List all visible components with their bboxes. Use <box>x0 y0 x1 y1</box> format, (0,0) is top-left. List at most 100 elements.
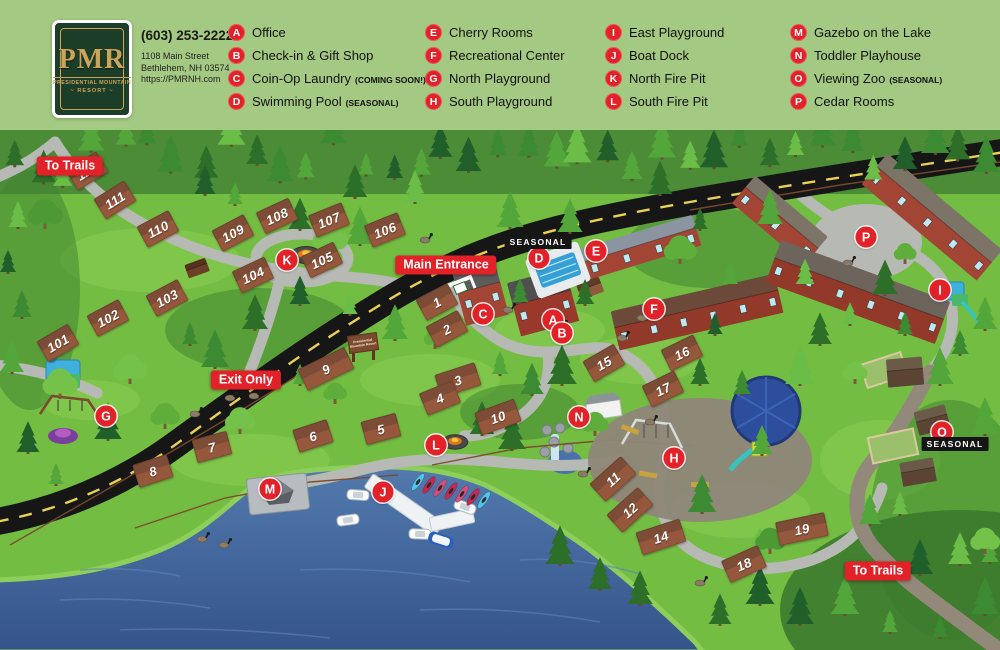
resort-entrance-sign-text: Presidential Mountain Resort <box>349 337 377 349</box>
road-label-exit-only: Exit Only <box>210 370 282 390</box>
legend-item-k: K North Fire Pit <box>605 70 790 87</box>
legend-label: Boat Dock <box>629 48 689 63</box>
legend-badge-g: G <box>425 70 442 87</box>
header: PMR PRESIDENTIAL MOUNTAIN ~ RESORT ~ (60… <box>0 0 1000 130</box>
cabin-number: 12 <box>619 499 641 521</box>
cabin-number: 18 <box>733 554 755 574</box>
legend-badge-l: L <box>605 93 622 110</box>
legend-label: Recreational Center <box>449 48 565 63</box>
legend-badge-b: B <box>228 47 245 64</box>
logo-resort-name: PRESIDENTIAL MOUNTAIN <box>53 76 131 86</box>
website-url: https://PMRNH.com <box>141 74 221 84</box>
cabin-number: 2 <box>440 320 454 338</box>
marker-p-cedar-rooms: P <box>855 226 877 248</box>
legend-label: East Playground <box>629 25 725 40</box>
cabin-number: 104 <box>239 263 267 287</box>
legend-item-h: H South Playground <box>425 93 605 110</box>
cabin-number: 16 <box>671 342 693 364</box>
legend-badge-k: K <box>605 70 622 87</box>
cabin-number: 108 <box>263 204 291 228</box>
resort-logo-inner: PMR PRESIDENTIAL MOUNTAIN ~ RESORT ~ <box>53 28 131 110</box>
marker-b-check-in-gift-shop: B <box>551 322 573 344</box>
road-label-main-entrance: Main Entrance <box>395 255 497 275</box>
address-line-2: Bethlehem, NH 03574 <box>141 62 230 73</box>
marker-f-recreational-center: F <box>643 298 665 320</box>
legend-badge-d: D <box>228 93 245 110</box>
legend-label: Viewing Zoo <box>814 71 886 86</box>
legend-badge-m: M <box>790 24 807 41</box>
legend-label: North Playground <box>449 71 551 86</box>
legend-item-g: G North Playground <box>425 70 605 87</box>
road-label-to-trails-bottom: To Trails <box>844 561 912 581</box>
resort-map: 1011021031041051061071081091101111121234… <box>0 130 1000 650</box>
legend-badge-j: J <box>605 47 622 64</box>
legend-label: Cherry Rooms <box>449 25 533 40</box>
legend-label: Check-in & Gift Shop <box>252 48 374 63</box>
label-pointer <box>239 390 253 404</box>
road-label-to-trails-top: To Trails <box>36 156 104 176</box>
legend-badge-p: P <box>790 93 807 110</box>
marker-i-east-playground: I <box>929 279 951 301</box>
cabin-number: 6 <box>306 427 319 445</box>
cabin-number: 105 <box>308 248 336 272</box>
seasonal-tag-pool-seasonal: SEASONAL <box>504 235 572 249</box>
legend-label: Toddler Playhouse <box>814 48 921 63</box>
legend-label: Coin-Op Laundry <box>252 71 351 86</box>
label-pointer <box>439 275 453 289</box>
legend-note: (SEASONAL) <box>889 74 943 85</box>
cabin-number: 9 <box>319 360 333 378</box>
cabin-number: 111 <box>102 188 128 212</box>
legend-label: Swimming Pool <box>252 94 342 109</box>
logo-acronym: PMR <box>58 43 126 75</box>
cabin-number: 19 <box>792 520 812 538</box>
cabin-number: 15 <box>593 352 615 374</box>
marker-n-toddler-playhouse: N <box>568 406 590 428</box>
cabin-number: 10 <box>488 407 508 427</box>
cabin-number: 17 <box>652 378 674 400</box>
marker-e-cherry-rooms: E <box>585 240 607 262</box>
legend-item-m: M Gazebo on the Lake <box>790 24 942 41</box>
marker-j-boat-dock: J <box>372 481 394 503</box>
legend-item-f: F Recreational Center <box>425 47 605 64</box>
legend-label: North Fire Pit <box>629 71 706 86</box>
cabin-number: 11 <box>602 468 624 490</box>
marker-c-coin-op-laundry: C <box>472 303 494 325</box>
legend-label: Office <box>252 25 286 40</box>
legend-badge-i: I <box>605 24 622 41</box>
cabin-number: 14 <box>651 527 671 547</box>
marker-g-north-playground: G <box>95 405 117 427</box>
legend-badge-a: A <box>228 24 245 41</box>
legend-item-b: B Check-in & Gift Shop <box>228 47 425 64</box>
marker-l-south-fire-pit: L <box>425 434 447 456</box>
legend-item-a: A Office <box>228 24 425 41</box>
logo-resort-word: ~ RESORT ~ <box>70 87 114 94</box>
seasonal-tag-zoo-seasonal: SEASONAL <box>921 437 989 451</box>
cabin-number: 106 <box>371 218 399 242</box>
cabin-number: 4 <box>433 389 447 407</box>
resort-logo: PMR PRESIDENTIAL MOUNTAIN ~ RESORT ~ <box>52 20 132 118</box>
legend-label: Cedar Rooms <box>814 94 895 109</box>
cabin-number: 107 <box>315 208 343 232</box>
legend-item-i: I East Playground <box>605 24 790 41</box>
legend-label: Gazebo on the Lake <box>814 25 932 40</box>
legend-note: (COMING SOON!) <box>355 74 426 85</box>
cabin-number: 102 <box>94 305 122 331</box>
legend-label: South Playground <box>449 94 553 109</box>
legend-badge-f: F <box>425 47 442 64</box>
address-line-1: 1108 Main Street <box>141 51 209 61</box>
legend-item-j: J Boat Dock <box>605 47 790 64</box>
legend-badge-h: H <box>425 93 442 110</box>
cabin-number: 110 <box>144 217 172 241</box>
